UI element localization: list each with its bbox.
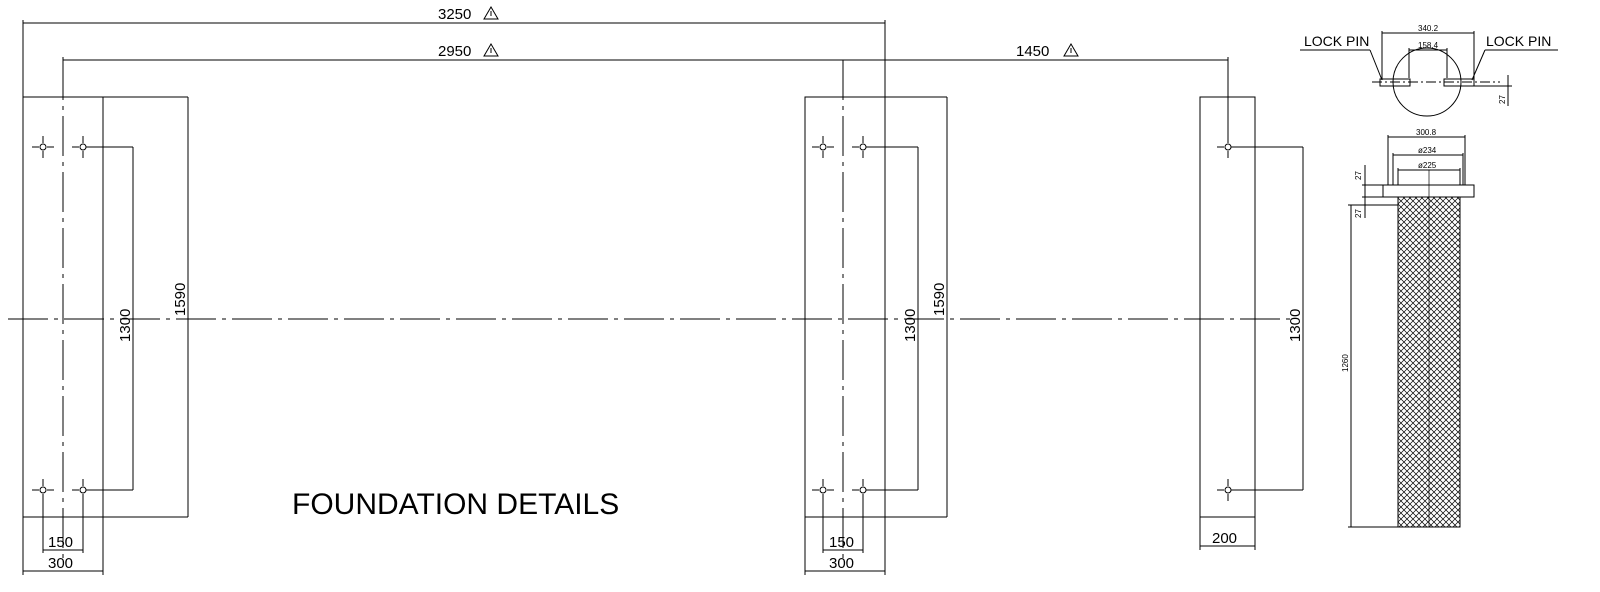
svg-text:27: 27 [1354,171,1363,180]
warning-triangle-icon [483,6,499,20]
foundation-block-left: 1300 1590 150 300 [22,60,189,575]
side-view-detail: 300.8 ø234 ø225 27 27 1260 [1341,128,1475,528]
svg-text:150: 150 [48,534,73,551]
svg-text:300: 300 [48,555,73,572]
svg-text:300: 300 [829,555,854,572]
svg-text:1590: 1590 [172,283,189,316]
svg-text:300.8: 300.8 [1416,128,1437,137]
svg-text:1590: 1590 [931,283,948,316]
warning-triangle-icon [483,43,499,57]
foundation-block-right: 1300 200 [1199,96,1304,550]
foundation-block-middle: 1300 1590 150 300 [804,60,948,575]
svg-text:340.2: 340.2 [1418,24,1439,33]
svg-text:ø225: ø225 [1418,161,1437,170]
svg-text:1450: 1450 [1016,43,1049,60]
svg-text:ø234: ø234 [1418,146,1437,155]
top-view-detail: LOCK PIN LOCK PIN 340.2 158.4 27 [1300,24,1558,117]
svg-text:1300: 1300 [117,309,134,342]
drawing-title: FOUNDATION DETAILS [292,488,619,521]
svg-text:27: 27 [1498,95,1507,104]
dimension-overall: 3250 [22,6,886,97]
svg-text:158.4: 158.4 [1418,41,1439,50]
svg-text:3250: 3250 [438,6,471,23]
svg-text:27: 27 [1354,209,1363,218]
svg-text:200: 200 [1212,530,1237,547]
svg-text:1260: 1260 [1341,354,1350,372]
dimension-left-to-middle: 2950 [62,43,843,97]
dimension-middle-to-right: 1450 [843,43,1229,140]
svg-text:LOCK PIN: LOCK PIN [1304,33,1369,49]
svg-text:150: 150 [829,534,854,551]
svg-text:LOCK PIN: LOCK PIN [1486,33,1551,49]
warning-triangle-icon [1063,43,1079,57]
svg-text:1300: 1300 [1287,309,1304,342]
svg-text:1300: 1300 [902,309,919,342]
svg-text:2950: 2950 [438,43,471,60]
